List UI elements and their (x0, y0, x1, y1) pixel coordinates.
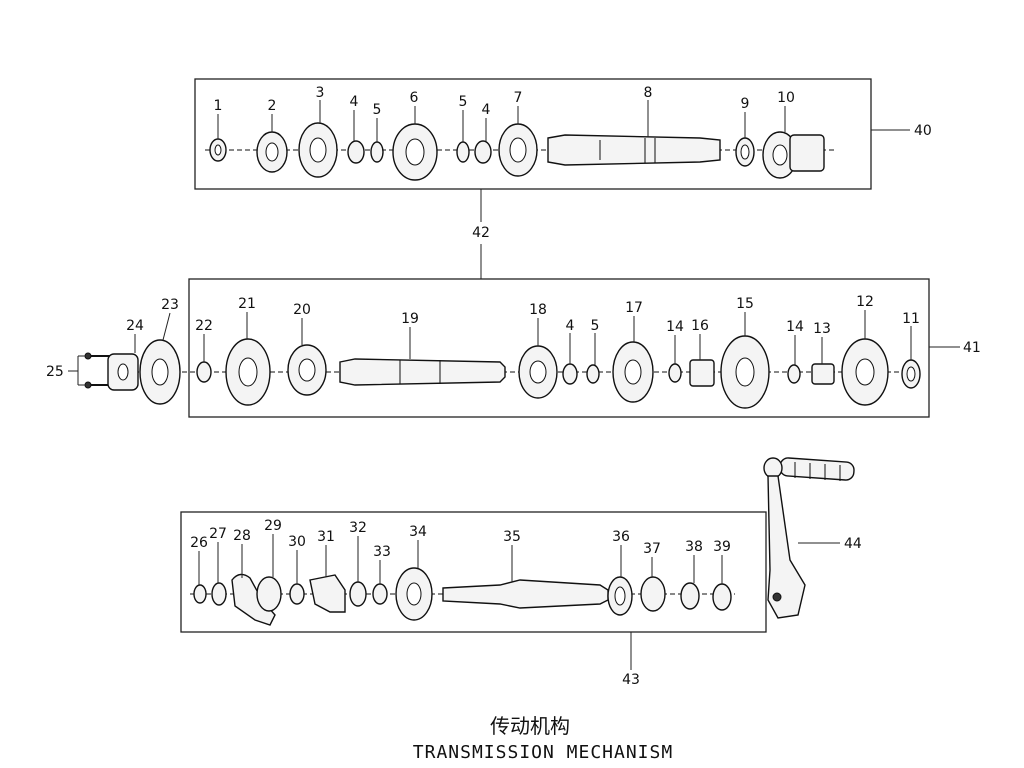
callout-26: 26 (190, 535, 208, 551)
callout-20: 20 (293, 302, 311, 318)
part-29-spring-gear (256, 576, 282, 612)
callout-14: 14 (666, 319, 684, 335)
part-26-washer (193, 584, 207, 604)
callout-5-c: 5 (591, 318, 600, 334)
callout-38: 38 (685, 539, 703, 555)
part-10-hub (789, 134, 825, 172)
callout-42: 42 (472, 225, 490, 241)
top-parts (209, 122, 825, 181)
callout-18: 18 (529, 302, 547, 318)
middle-leaders (68, 310, 960, 386)
callout-28: 28 (233, 528, 251, 544)
title-english: TRANSMISSION MECHANISM (413, 742, 673, 763)
middle-parts (84, 335, 921, 409)
callout-44: 44 (844, 536, 862, 552)
part-33-washer (372, 583, 388, 605)
callout-9: 9 (741, 96, 750, 112)
callout-5: 5 (373, 102, 382, 118)
part-32-circlip (349, 581, 367, 607)
callout-25: 25 (46, 364, 64, 380)
callout-6: 6 (410, 90, 419, 106)
callout-33: 33 (373, 544, 391, 560)
part-4c-washer (562, 363, 578, 385)
callout-5-b: 5 (459, 94, 468, 110)
callout-40: 40 (914, 123, 932, 139)
callout-29: 29 (264, 518, 282, 534)
part-5b-circlip (456, 141, 470, 163)
part-38-seal (680, 582, 700, 610)
part-39-washer (712, 583, 732, 611)
callout-2: 2 (268, 98, 277, 114)
part-14-washer (668, 363, 682, 383)
callout-16: 16 (691, 318, 709, 334)
middle-callouts: 25 24 23 22 21 20 19 18 4 5 17 14 16 15 … (46, 294, 981, 380)
top-leaders (217, 100, 910, 142)
callout-14-b: 14 (786, 319, 804, 335)
callout-39: 39 (713, 539, 731, 555)
callout-31: 31 (317, 529, 335, 545)
callout-22: 22 (195, 318, 213, 334)
part-22-washer (196, 361, 212, 383)
title-chinese: 传动机构 (490, 714, 570, 738)
callout-4-c: 4 (566, 318, 575, 334)
callout-7: 7 (514, 90, 523, 106)
callout-35: 35 (503, 529, 521, 545)
part-8-main-shaft (547, 134, 721, 166)
callout-34: 34 (409, 524, 427, 540)
callout-1: 1 (214, 98, 223, 114)
part-16-bushing (689, 359, 715, 387)
part-35-kick-shaft (442, 579, 609, 609)
callout-13: 13 (813, 321, 831, 337)
callout-12: 12 (856, 294, 874, 310)
bottom-leaders (198, 534, 723, 670)
callout-37: 37 (643, 541, 661, 557)
callout-27: 27 (209, 526, 227, 542)
bottom-parts (193, 567, 732, 626)
part-44-kick-lever (763, 457, 855, 619)
middle-assembly-frame (188, 278, 930, 418)
callout-4: 4 (350, 94, 359, 110)
part-19-counter-shaft (339, 358, 506, 386)
callout-36: 36 (612, 529, 630, 545)
bottom-assembly-frame (180, 511, 767, 633)
part-31-kick-ratchet (309, 574, 346, 613)
callout-8: 8 (644, 85, 653, 101)
top-assembly-frame (194, 78, 872, 190)
callout-4-b: 4 (482, 102, 491, 118)
callout-10: 10 (777, 90, 795, 106)
callout-43: 43 (622, 672, 640, 688)
bottom-callouts: 26 27 28 29 30 31 32 33 34 35 36 37 38 3… (190, 518, 731, 688)
part-28-ratchet (231, 573, 276, 626)
callout-19: 19 (401, 311, 419, 327)
part-5-circlip (370, 141, 384, 163)
part-13-bushing (811, 363, 835, 385)
part-4-washer (347, 140, 365, 164)
part-14b-washer (787, 364, 801, 384)
part-37-bushing (640, 576, 666, 612)
callout-3: 3 (316, 85, 325, 101)
callout-32: 32 (349, 520, 367, 536)
callout-24: 24 (126, 318, 144, 334)
callout-23: 23 (161, 297, 179, 313)
part-5c-circlip (586, 364, 600, 384)
part-30-washer (289, 583, 305, 605)
callout-11: 11 (902, 311, 920, 327)
callout-30: 30 (288, 534, 306, 550)
top-callouts: 1 2 3 4 5 6 5 4 7 8 9 10 40 (214, 85, 932, 139)
callout-17: 17 (625, 300, 643, 316)
callout-21: 21 (238, 296, 256, 312)
part-27-circlip (211, 582, 227, 606)
callout-15: 15 (736, 296, 754, 312)
part-4b-washer (474, 140, 492, 164)
callout-41: 41 (963, 340, 981, 356)
